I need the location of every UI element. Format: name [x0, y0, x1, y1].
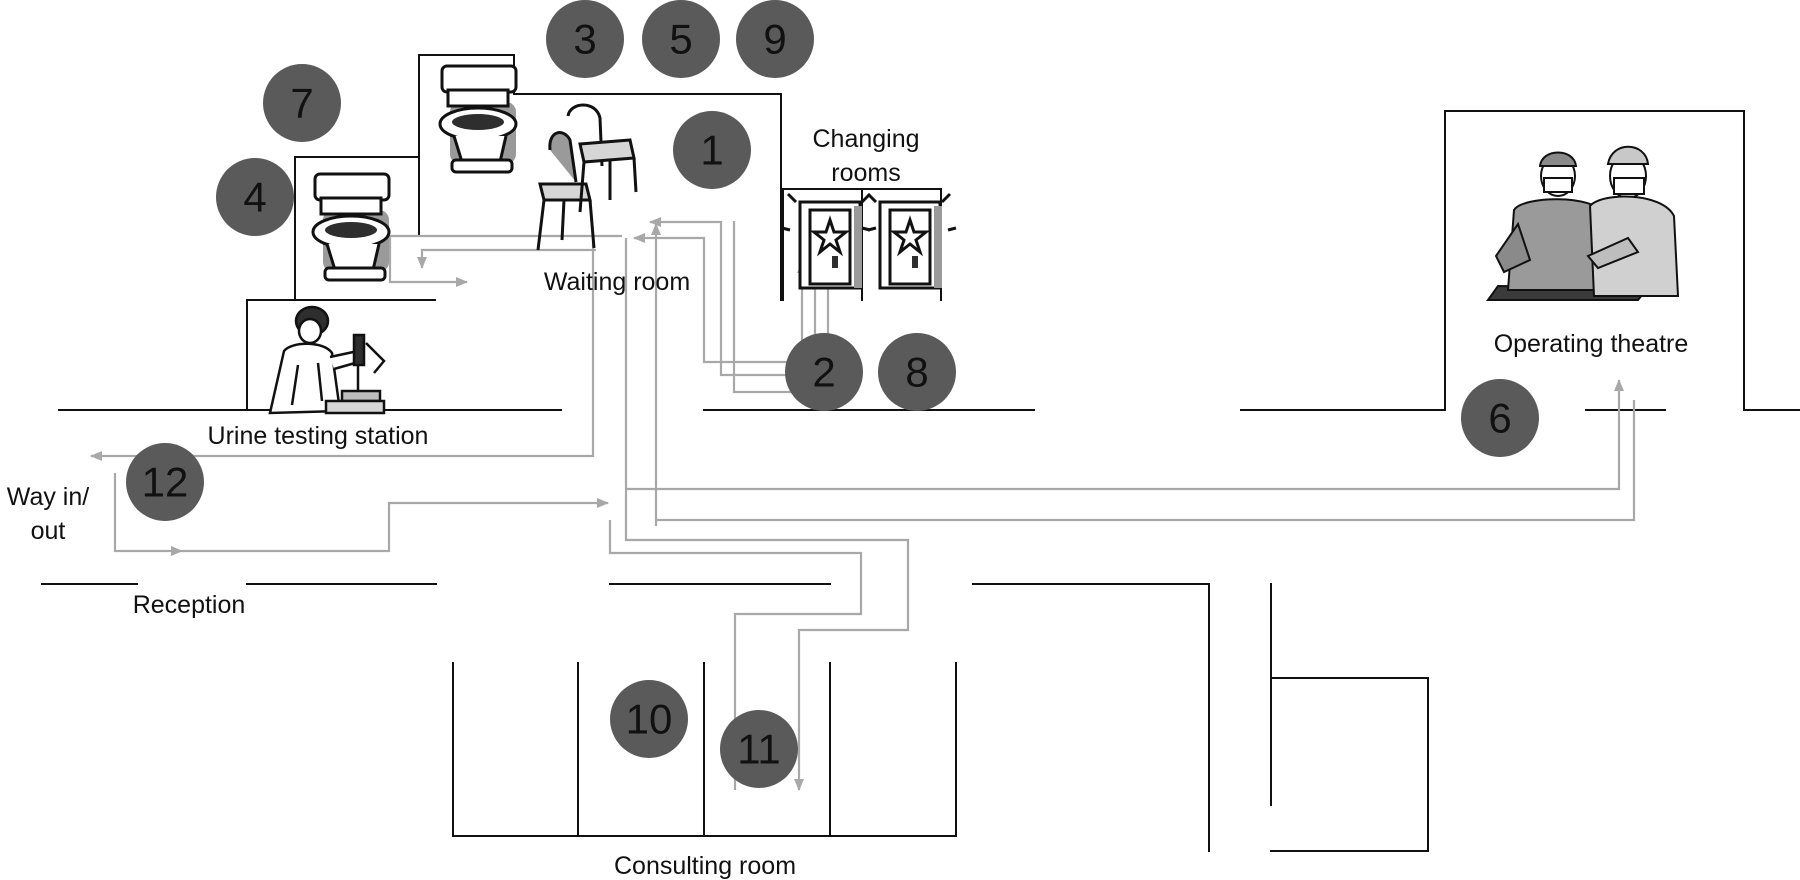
changing-rooms-label: rooms: [831, 159, 900, 187]
step-marker-number: 1: [700, 127, 723, 174]
step-marker: 4: [216, 158, 294, 236]
step-marker: 12: [126, 443, 204, 521]
step-marker-number: 6: [1488, 395, 1511, 442]
step-marker-number: 5: [669, 16, 692, 63]
step-marker: 3: [546, 0, 624, 78]
step-marker: 10: [610, 680, 688, 758]
lab-technician-icon: [268, 305, 386, 415]
step-marker-number: 11: [737, 726, 781, 773]
step-marker-number: 3: [573, 16, 596, 63]
toilet-icon: [438, 64, 518, 174]
changing-rooms-label: Changing: [812, 125, 919, 153]
urine-testing-station-label: Urine testing station: [208, 422, 429, 450]
step-marker-number: 2: [812, 349, 835, 396]
changing-room-door-icon: [860, 192, 958, 290]
consulting-room-label: Consulting room: [614, 852, 796, 880]
step-marker: 9: [736, 0, 814, 78]
step-marker: 6: [1461, 379, 1539, 457]
step-marker-number: 4: [243, 174, 266, 221]
step-marker-number: 12: [142, 459, 189, 506]
step-marker: 1: [673, 111, 751, 189]
movement-paths: [90, 217, 1636, 791]
changing-room-door-icon: [780, 192, 878, 290]
step-marker-number: 7: [290, 80, 313, 127]
step-marker: 11: [720, 710, 798, 788]
step-marker: 2: [785, 333, 863, 411]
step-marker-number: 10: [626, 696, 673, 743]
step-marker-number: 8: [905, 349, 928, 396]
waiting-room-label: Waiting room: [544, 268, 690, 296]
way-in-out-label: out: [31, 517, 66, 545]
surgeons-icon: [1486, 145, 1680, 301]
chairs-icon: [536, 103, 638, 251]
walls: [41, 54, 1800, 852]
toilet-icon: [311, 172, 391, 282]
step-marker: 7: [263, 64, 341, 142]
step-marker: 8: [878, 333, 956, 411]
step-marker: 5: [642, 0, 720, 78]
step-marker-number: 9: [763, 16, 786, 63]
operating-theatre-label: Operating theatre: [1494, 330, 1689, 358]
reception-label: Reception: [133, 591, 246, 619]
way-in-out-label: Way in/: [7, 483, 89, 511]
